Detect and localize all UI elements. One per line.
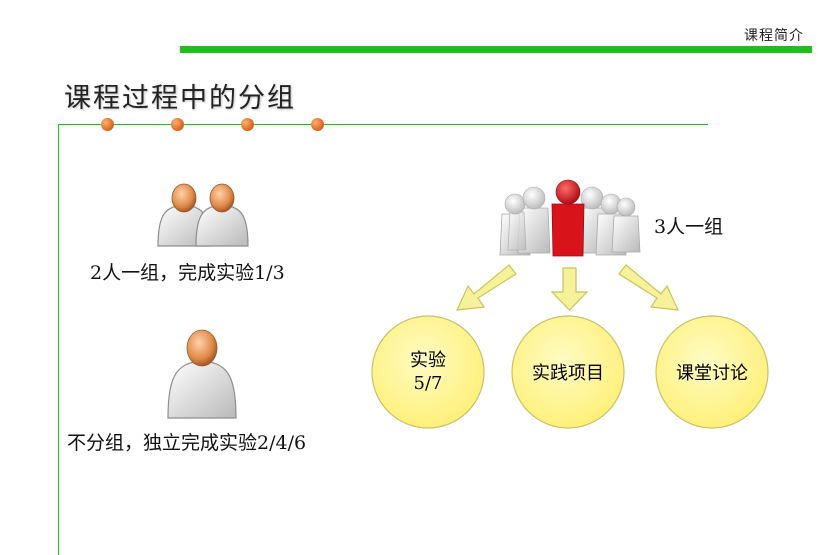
bullet-dot [171,118,184,131]
bullet-dot [241,118,254,131]
bullet-dot [101,118,114,131]
activity-label: 实验 [410,350,446,371]
activity-label: 课堂讨论 [676,363,748,384]
pair-group-caption: 2人一组，完成实验1/3 [90,262,285,284]
solo-group-caption: 不分组，独立完成实验2/4/6 [67,432,307,454]
activity-circle-experiment: 实验 5/7 [371,315,485,429]
team-figures-icon [499,179,641,257]
person-pair-icon [157,183,249,247]
arrow-down-left-icon [456,264,517,311]
title-underline [58,124,708,125]
bullet-dot [311,118,324,131]
arrows-group [456,264,679,311]
activity-label: 实践项目 [532,363,604,384]
activity-sublabel: 5/7 [414,373,443,394]
activity-circle-discussion: 课堂讨论 [655,315,769,429]
slide-title: 课程过程中的分组 [64,83,296,114]
header-accent-bar [180,46,812,53]
person-single-icon [167,329,237,419]
arrow-down-icon [550,267,589,311]
activity-circle-project: 实践项目 [511,315,625,429]
team-leader-icon [551,179,585,257]
section-label: 课程简介 [744,28,804,44]
arrow-down-right-icon [618,264,679,311]
left-frame-line [58,124,59,555]
team-group-caption: 3人一组 [654,216,724,238]
